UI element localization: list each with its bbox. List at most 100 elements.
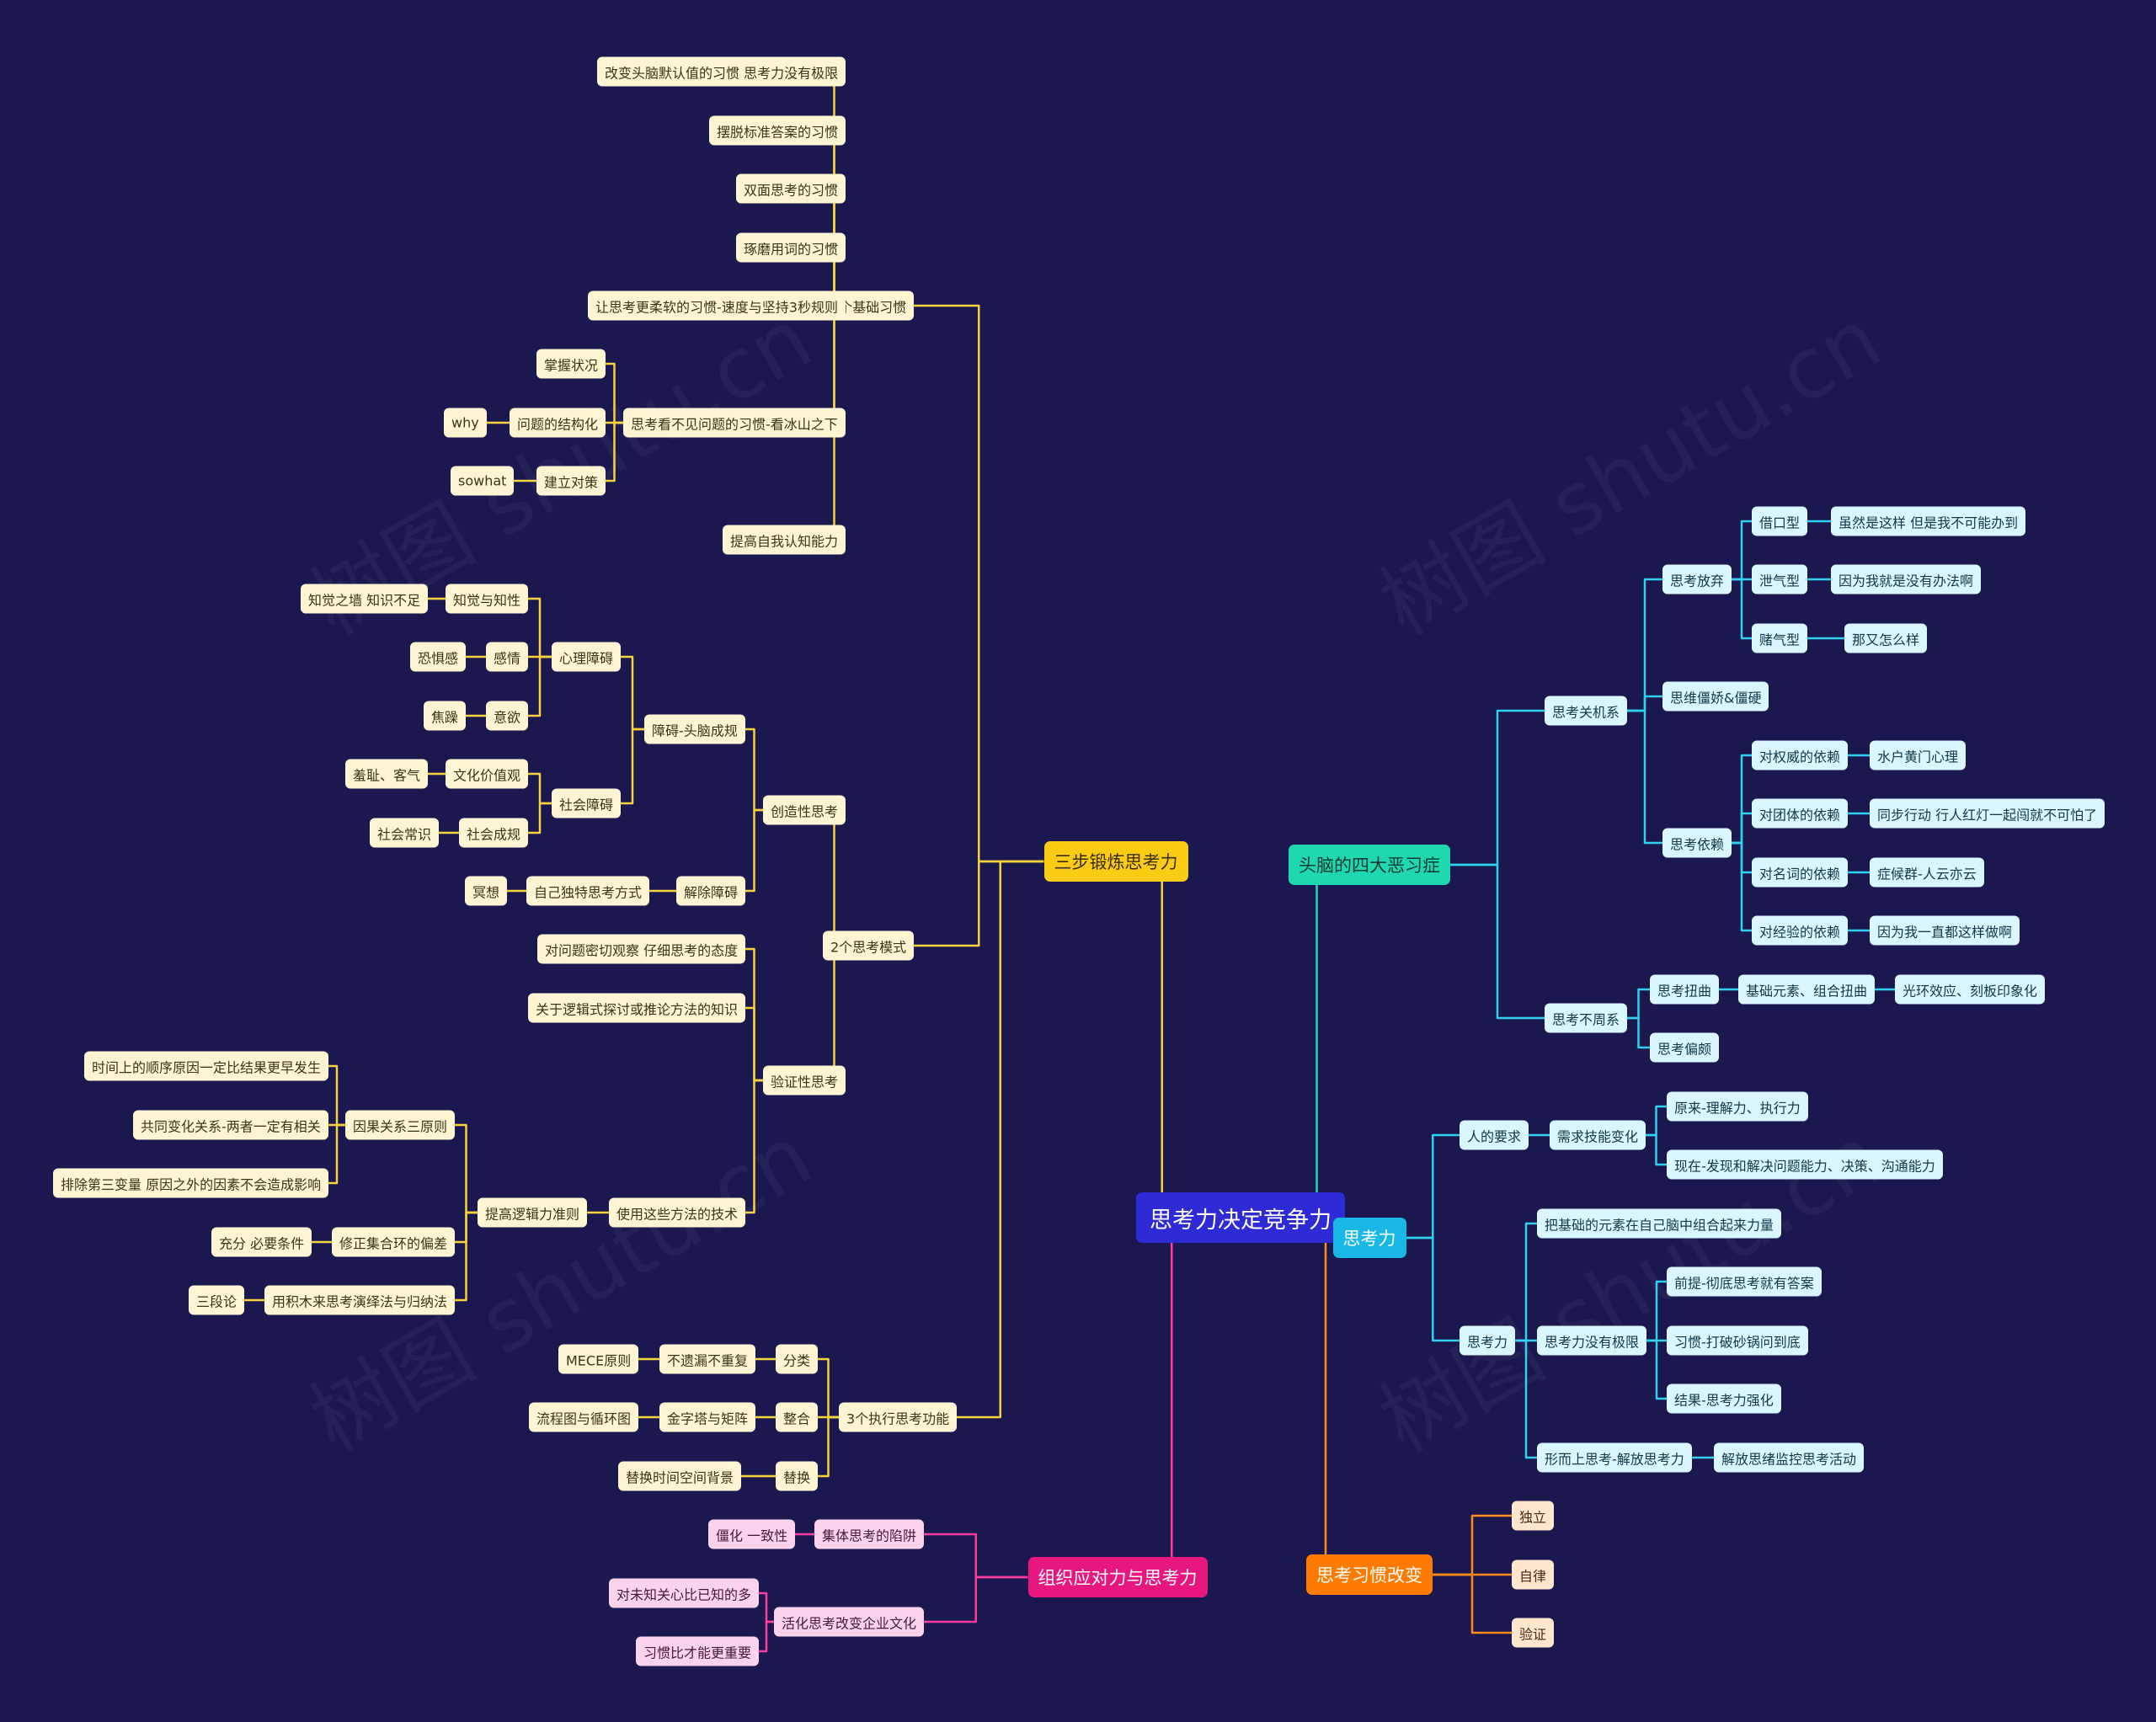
topic-node[interactable]: 僵化 一致性	[708, 1519, 796, 1549]
topic-node[interactable]: 对未知关心比已知的多	[609, 1578, 760, 1608]
topic-node[interactable]: 因果关系三原则	[345, 1110, 456, 1140]
topic-node[interactable]: 分类	[776, 1344, 819, 1374]
topic-node[interactable]: 替换	[776, 1461, 819, 1491]
topic-node[interactable]: 意欲	[486, 701, 529, 731]
topic-node[interactable]: 对问题密切观察 仔细思考的态度	[537, 934, 746, 964]
topic-node[interactable]: 创造性思考	[763, 795, 846, 825]
topic-node[interactable]: MECE原则	[558, 1344, 639, 1374]
topic-node[interactable]: 思考放弃	[1662, 564, 1732, 594]
topic-node[interactable]: 赌气型	[1752, 623, 1808, 653]
topic-node[interactable]: 金字塔与矩阵	[659, 1402, 756, 1432]
topic-node[interactable]: 借口型	[1752, 506, 1808, 536]
topic-node[interactable]: 水户黄门心理	[1870, 740, 1967, 770]
topic-node[interactable]: 组织应对力与思考力	[1027, 1557, 1208, 1597]
topic-node[interactable]: 共同变化关系-两者一定有相关	[133, 1110, 328, 1140]
topic-node[interactable]: 流程图与循环图	[529, 1402, 639, 1432]
topic-node[interactable]: 2个思考模式	[823, 930, 915, 961]
topic-node[interactable]: 自己独特思考方式	[526, 876, 650, 906]
topic-node[interactable]: 形而上思考-解放思考力	[1537, 1442, 1692, 1473]
topic-node[interactable]: 原来-理解力、执行力	[1667, 1091, 1808, 1122]
topic-node[interactable]: 习惯比才能更重要	[636, 1636, 760, 1666]
topic-node[interactable]: 关于逻辑式探讨或推论方法的知识	[528, 993, 746, 1023]
topic-node[interactable]: 对名词的依赖	[1752, 857, 1849, 888]
topic-node[interactable]: 琢磨用词的习惯	[736, 232, 846, 263]
topic-node[interactable]: 排除第三变量 原因之外的因素不会造成影响	[53, 1168, 329, 1198]
topic-node[interactable]: 头脑的四大恶习症	[1289, 845, 1450, 885]
topic-node[interactable]: 3个执行思考功能	[839, 1402, 958, 1432]
topic-node[interactable]: 症候群-人云亦云	[1870, 857, 1984, 888]
topic-node[interactable]: 让思考更柔软的习惯-速度与坚持3秒规则	[588, 291, 846, 321]
topic-node[interactable]: 掌握状况	[536, 349, 606, 379]
topic-node[interactable]: 改变头脑默认值的习惯 思考力没有极限	[597, 56, 846, 87]
topic-node[interactable]: 独立	[1512, 1501, 1555, 1531]
topic-node[interactable]: 文化价值观	[446, 759, 529, 789]
topic-node[interactable]: 自律	[1512, 1559, 1555, 1590]
topic-node[interactable]: 虽然是这样 但是我不可能办到	[1831, 506, 2026, 536]
topic-node[interactable]: 三段论	[189, 1285, 245, 1315]
topic-node[interactable]: 建立对策	[536, 466, 606, 496]
topic-node[interactable]: 心理障碍	[552, 642, 622, 672]
topic-node[interactable]: 社会成规	[459, 818, 529, 848]
topic-node[interactable]: 摆脱标准答案的习惯	[709, 115, 846, 146]
topic-node[interactable]: 提高自我认知能力	[723, 525, 846, 555]
topic-node[interactable]: 活化思考改变企业文化	[774, 1607, 925, 1637]
topic-node[interactable]: 习惯-打破砂锅问到底	[1667, 1325, 1808, 1356]
topic-node[interactable]: 那又怎么样	[1844, 623, 1928, 653]
topic-node[interactable]: 现在-发现和解决问题能力、决策、沟通能力	[1667, 1149, 1943, 1180]
topic-node[interactable]: 前提-彻底思考就有答案	[1667, 1266, 1822, 1297]
topic-node[interactable]: 修正集合环的偏差	[332, 1227, 456, 1257]
topic-node[interactable]: sowhat	[451, 466, 515, 496]
topic-node[interactable]: 思考力	[1460, 1325, 1516, 1356]
topic-node[interactable]: 问题的结构化	[510, 408, 606, 438]
topic-node[interactable]: 羞耻、客气	[345, 759, 429, 789]
topic-node[interactable]: 因为我就是没有办法啊	[1831, 564, 1982, 594]
topic-node[interactable]: 感情	[486, 642, 529, 672]
topic-node[interactable]: 思考力	[1332, 1218, 1406, 1258]
topic-node[interactable]: 障碍-头脑成规	[644, 714, 745, 744]
topic-node[interactable]: 思考扭曲	[1650, 974, 1720, 1005]
topic-node[interactable]: 思考关机系	[1545, 696, 1628, 726]
topic-node[interactable]: 社会常识	[370, 818, 440, 848]
topic-node[interactable]: 因为我一直都这样做啊	[1870, 915, 2020, 946]
topic-node[interactable]: 集体思考的陷阱	[814, 1519, 925, 1549]
topic-node[interactable]: 不遗漏不重复	[659, 1344, 756, 1374]
topic-node[interactable]: 思考偏颇	[1650, 1032, 1720, 1063]
root-topic[interactable]: 思考力决定竞争力	[1136, 1192, 1345, 1243]
topic-node[interactable]: 思考依赖	[1662, 828, 1732, 858]
topic-node[interactable]: 思考不周系	[1545, 1003, 1628, 1033]
topic-node[interactable]: 同步行动 行人红灯一起闯就不可怕了	[1870, 798, 2105, 829]
topic-node[interactable]: why	[444, 408, 487, 438]
topic-node[interactable]: 知觉之墙 知识不足	[301, 584, 429, 614]
topic-node[interactable]: 思考看不见问题的习惯-看冰山之下	[623, 408, 846, 438]
topic-node[interactable]: 充分 必要条件	[211, 1227, 312, 1257]
topic-node[interactable]: 提高逻辑力准则	[478, 1197, 588, 1228]
topic-node[interactable]: 时间上的顺序原因一定比结果更早发生	[84, 1051, 329, 1081]
topic-node[interactable]: 用积木来思考演绎法与归纳法	[264, 1285, 456, 1315]
topic-node[interactable]: 对经验的依赖	[1752, 915, 1849, 946]
topic-node[interactable]: 冥想	[465, 876, 508, 906]
topic-node[interactable]: 整合	[776, 1402, 819, 1432]
topic-node[interactable]: 解除障碍	[676, 876, 746, 906]
topic-node[interactable]: 对权威的依赖	[1752, 740, 1849, 770]
topic-node[interactable]: 光环效应、刻板印象化	[1895, 974, 2046, 1005]
topic-node[interactable]: 结果-思考力强化	[1667, 1383, 1781, 1414]
topic-node[interactable]: 三步锻炼思考力	[1043, 841, 1188, 882]
topic-node[interactable]: 恐惧感	[410, 642, 467, 672]
topic-node[interactable]: 知觉与知性	[446, 584, 529, 614]
topic-node[interactable]: 需求技能变化	[1550, 1120, 1646, 1150]
topic-node[interactable]: 泄气型	[1752, 564, 1808, 594]
topic-node[interactable]: 基础元素、组合扭曲	[1738, 974, 1876, 1005]
topic-node[interactable]: 思考习惯改变	[1306, 1554, 1433, 1595]
topic-node[interactable]: 对团体的依赖	[1752, 798, 1849, 829]
topic-node[interactable]: 验证性思考	[763, 1065, 846, 1096]
topic-node[interactable]: 人的要求	[1460, 1120, 1529, 1150]
topic-node[interactable]: 思维僵娇&僵硬	[1662, 681, 1769, 712]
topic-node[interactable]: 把基础的元素在自己脑中组合起来力量	[1537, 1208, 1782, 1239]
topic-node[interactable]: 双面思考的习惯	[736, 173, 846, 204]
topic-node[interactable]: 验证	[1512, 1618, 1555, 1648]
topic-node[interactable]: 使用这些方法的技术	[609, 1197, 746, 1228]
topic-node[interactable]: 社会障碍	[552, 788, 622, 818]
topic-node[interactable]: 焦躁	[424, 701, 467, 731]
topic-node[interactable]: 解放思绪监控思考活动	[1714, 1442, 1865, 1473]
topic-node[interactable]: 思考力没有极限	[1537, 1325, 1647, 1356]
